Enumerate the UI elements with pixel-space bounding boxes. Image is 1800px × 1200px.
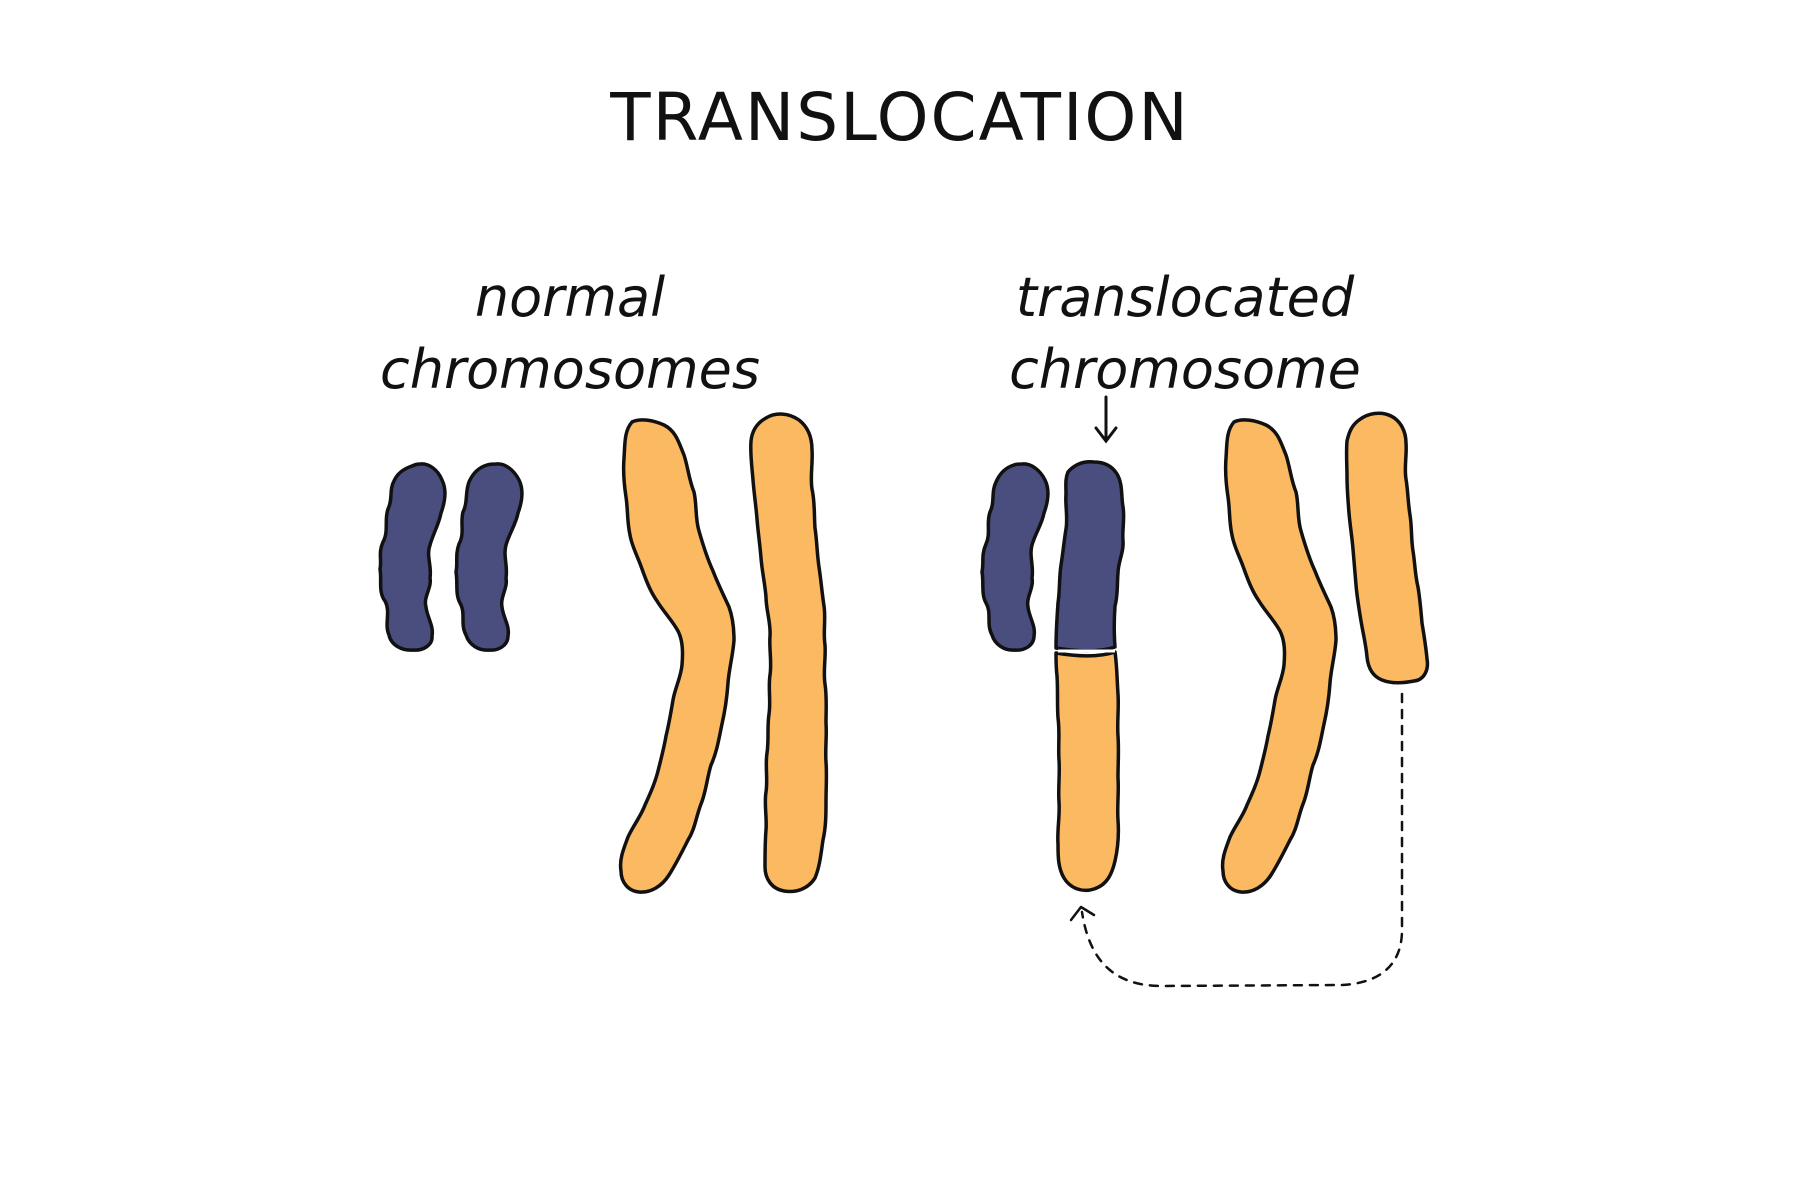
translocated-chromosome-dark-segment	[1054, 460, 1126, 653]
translocated-chromosome-light-segment	[1054, 650, 1121, 893]
normal-light-chromosome-2	[749, 412, 829, 894]
translocated-label-line1: translocated	[1016, 266, 1355, 329]
normal-light-chromosome-1	[618, 418, 736, 894]
normal-label-line2: chromosomes	[380, 338, 760, 401]
normal-dark-chromosome-1	[378, 462, 447, 652]
translocated-chromosome-label: translocated chromosome	[1009, 266, 1361, 401]
translocated-light-chromosome-short	[1344, 411, 1430, 685]
translocation-dashed-path	[1080, 692, 1404, 988]
normal-dark-chromosome-2	[454, 462, 524, 652]
pointer-arrow-icon	[1094, 395, 1118, 444]
translocation-arrowhead-icon	[1069, 905, 1096, 922]
normal-label-line1: normal	[475, 266, 665, 329]
translocated-dark-chromosome-1	[980, 462, 1050, 652]
normal-chromosomes-label: normal chromosomes	[380, 266, 760, 401]
translocated-light-chromosome-bent	[1220, 418, 1338, 894]
translocated-label-line2: chromosome	[1009, 338, 1361, 401]
diagram-title: TRANSLOCATION	[609, 79, 1190, 156]
